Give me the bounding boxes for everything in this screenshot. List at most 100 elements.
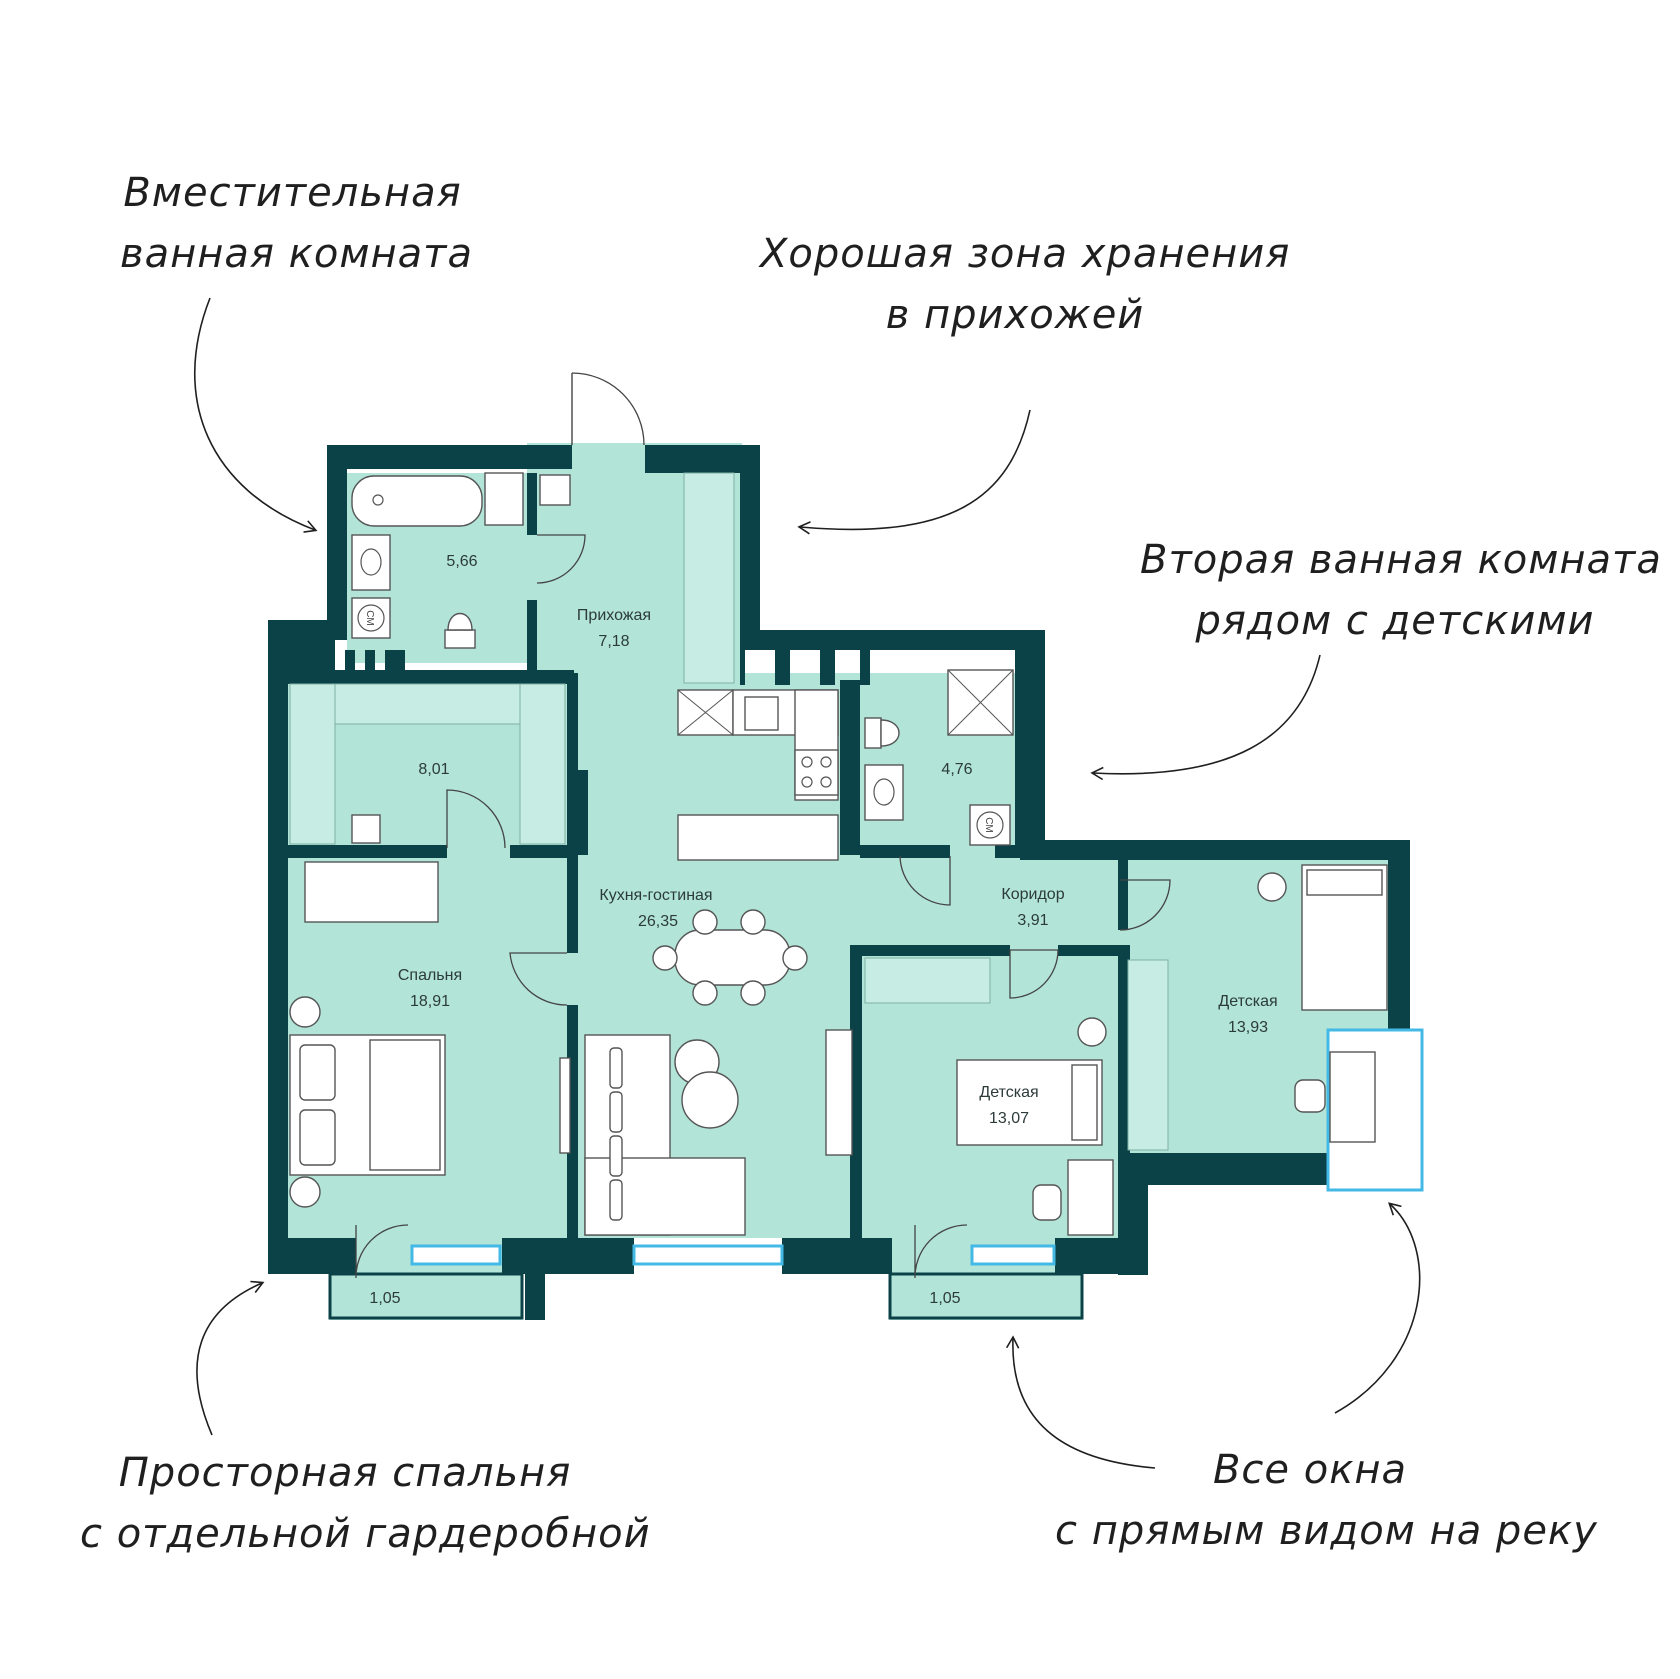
callout-windows: Все окна с прямым видом на реку [1055, 1440, 1597, 1562]
wardrobe-top-rack [334, 683, 521, 725]
wardrobe-area: 8,01 [418, 761, 449, 778]
door-bath1 [536, 534, 586, 584]
bed-pillow-2 [299, 1109, 336, 1166]
window-kids1 [970, 1244, 1056, 1266]
hall-wardrobe [683, 472, 735, 684]
wardrobe-right-rack [519, 683, 566, 845]
kids-room-1-area: 13,07 [989, 1110, 1029, 1127]
walls [268, 445, 1410, 1320]
dining-chair-3 [692, 980, 718, 1006]
door-bedroom [509, 952, 568, 1006]
burner-4-icon [820, 776, 832, 788]
window-living [632, 1244, 784, 1266]
sink-1-basin-icon [360, 548, 382, 576]
bedroom-dresser [304, 861, 439, 923]
bathtub-drain-icon [372, 494, 384, 506]
kids2-desk [1329, 1051, 1376, 1143]
dining-chair-5 [652, 945, 678, 971]
corridor-area: 3,91 [1017, 912, 1048, 929]
kids1-chair [1032, 1184, 1062, 1221]
room-labels: 5,66 Прихожая 7,18 8,01 4,76 Кухня-гости… [369, 553, 1277, 1307]
kids1-lamp [1077, 1017, 1107, 1047]
balcony-right-outline [888, 1272, 1084, 1320]
callout-second-bathroom-line1: Вторая ванная комната [1140, 537, 1662, 583]
burner-3-icon [801, 776, 813, 788]
callout-storage: Хорошая зона хранения в прихожей [760, 224, 1291, 346]
arrow-bathroom [194, 297, 318, 533]
door-wardrobe [446, 789, 506, 849]
toilet-2-tank [864, 717, 882, 749]
bed-pillow-1 [299, 1044, 336, 1101]
bath-glass-panel [484, 472, 524, 526]
bathroom-main-area: 5,66 [446, 553, 477, 570]
callout-storage-line2: в прихожей [885, 292, 1145, 338]
kids1-desk [1067, 1159, 1114, 1236]
kitchen-sink [744, 696, 779, 731]
dining-chair-6 [782, 945, 808, 971]
wall-shelf [559, 1057, 571, 1154]
kids-room-2-area: 13,93 [1228, 1019, 1268, 1036]
bedroom-area: 18,91 [410, 993, 450, 1010]
kitchen-living-name: Кухня-гостиная [599, 887, 712, 904]
kitchen-living-area: 26,35 [638, 913, 678, 930]
callout-bathroom: Вместительная ванная комната [120, 163, 473, 285]
callout-bathroom-line2: ванная комната [120, 231, 473, 277]
balcony-left-outline [328, 1272, 524, 1320]
bedroom-name: Спальня [398, 967, 462, 984]
sink-2 [864, 764, 904, 821]
cooktop [794, 749, 839, 796]
bathtub [351, 475, 483, 527]
door-balcony-left [355, 1224, 409, 1279]
washer-2-label: СМ [983, 817, 994, 832]
toilet-1-tank [444, 629, 476, 649]
sofa-cushion-4 [609, 1179, 623, 1221]
balcony-left-area: 1,05 [369, 1290, 400, 1307]
bed-blanket [369, 1039, 441, 1171]
balcony-right-area: 1,05 [929, 1290, 960, 1307]
tv-stand [825, 1029, 853, 1156]
sink-2-basin-icon [873, 778, 895, 806]
arrow-bedroom [196, 1280, 265, 1436]
callout-bedroom: Просторная спальня с отдельной гардеробн… [80, 1443, 651, 1565]
dining-table [674, 929, 791, 986]
window-bedroom [410, 1244, 502, 1266]
sofa-cushion-3 [609, 1135, 623, 1177]
sofa-cushion-2 [609, 1091, 623, 1133]
kids2-lamp [1257, 872, 1287, 902]
washer-2-drum-icon [976, 811, 1004, 839]
floors [287, 443, 1388, 1320]
arrow-windows-right [1334, 1202, 1421, 1414]
door-bath2 [899, 855, 951, 906]
kids-room-1-name: Детская [979, 1084, 1038, 1101]
wardrobe-left-rack [289, 683, 336, 845]
arrow-second-bathroom [1090, 654, 1321, 781]
washer-1-drum-icon [357, 604, 385, 632]
bathroom-second-area: 4,76 [941, 761, 972, 778]
wardrobe-pouf [351, 814, 381, 844]
kids1-wardrobe [864, 957, 991, 1004]
shower-x2 [947, 669, 1014, 736]
coffee-table-2 [681, 1071, 739, 1129]
dining-chair-4 [740, 980, 766, 1006]
kitchen-cabinet-1-x2 [677, 689, 734, 736]
toilet-1-bowl [447, 613, 473, 631]
nightstand-2 [289, 1176, 321, 1208]
sofa-cushion-1 [609, 1047, 623, 1089]
corridor-name: Коридор [1001, 886, 1064, 903]
kids1-bed-pillow [1071, 1064, 1098, 1141]
callout-storage-line1: Хорошая зона хранения [760, 231, 1291, 277]
door-balcony-right [914, 1224, 968, 1279]
callout-second-bathroom: Вторая ванная комната рядом с детскими [1140, 530, 1662, 652]
washer-1-label: СМ [364, 610, 375, 625]
burner-1-icon [801, 756, 813, 768]
nightstand-1 [289, 996, 321, 1028]
kids2-chair [1294, 1079, 1326, 1113]
callout-bedroom-line2: с отдельной гардеробной [80, 1511, 651, 1557]
toilet-2-bowl [880, 719, 900, 747]
callout-windows-line1: Все окна [1212, 1447, 1408, 1493]
kitchen-island [677, 814, 839, 861]
dining-chair-1 [692, 909, 718, 935]
bath1-cabinet [539, 474, 571, 506]
